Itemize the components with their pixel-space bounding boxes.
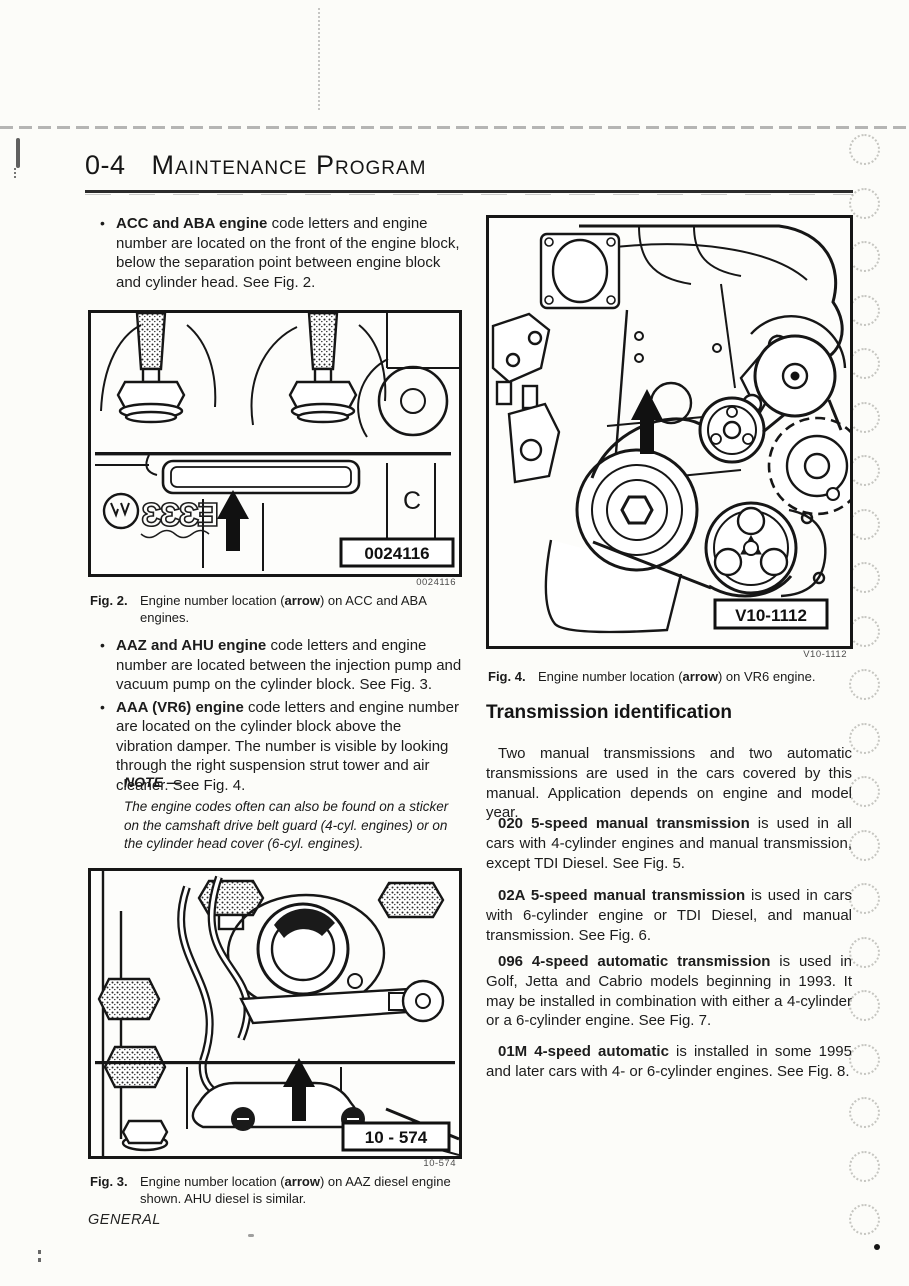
binder-hole [849,562,880,593]
engine-id-bullets-top: ACC and ABA engine code letters and engi… [100,214,462,295]
note-block: NOTE — The engine codes often can also b… [124,774,454,854]
figure-3-caption: Fig. 3. Engine number location (arrow) o… [90,1174,451,1207]
block-head-separation-line [95,452,451,456]
upper-pulley [750,315,847,418]
throttle-flange [539,232,621,310]
scan-artifact-vertical-line [318,8,320,110]
svg-text:V10-1112: V10-1112 [735,606,807,625]
binder-hole [849,1204,880,1235]
figure-3-illustration: 10 - 574 [88,868,462,1159]
photo-code-fig4: V10-1112 [803,649,847,660]
figure-2-illustration: ƐƐƐƎ C 0024116 [88,310,462,577]
paragraph-020-transmission: 020 5-speed manual transmission is used … [486,815,852,872]
figure-2-caption: Fig. 2. Engine number location (arrow) o… [90,593,427,626]
photo-code-fig2: 0024116 [416,577,456,588]
caption-label: Fig. 3. [90,1174,128,1189]
binder-hole [849,829,880,861]
binder-hole [849,134,880,165]
figure-4-illustration: V10-1112 [486,215,867,649]
svg-text:10 - 574: 10 - 574 [365,1128,428,1147]
bullet-aaz-ahu: AAZ and AHU engine code letters and engi… [100,636,462,695]
up-arrow-icon [217,490,249,551]
binder-hole [849,1150,880,1182]
binder-hole [849,294,880,326]
photo-id-plate: V10-1112 [713,598,829,630]
header-rule [85,190,853,195]
paragraph-02a-transmission: 02A 5-speed manual transmission is used … [486,887,852,944]
svg-text:0024116: 0024116 [364,544,429,563]
vr6-engine-drawing: V10-1112 [491,224,867,634]
scan-artifact-bottom-right-dot [874,1244,880,1250]
engine-block-acc-aba-drawing: ƐƐƐƎ C 0024116 [95,311,459,571]
cast-engine-marks: ƐƐƐƎ [141,496,217,533]
paragraph-096-transmission: 096 4-speed automatic transmission is us… [486,953,852,1030]
binder-hole [849,1097,880,1128]
section-footer: GENERAL [88,1212,161,1228]
bolt-bottom-left [121,1119,169,1152]
binder-hole [849,883,880,914]
binder-hole [849,669,880,700]
binder-hole [849,455,880,486]
engine-number-boss [191,1081,365,1131]
bullet-lead: ACC and ABA engine [116,215,268,232]
binder-hole [849,936,880,968]
figure-4-caption: Fig. 4. Engine number location (arrow) o… [488,669,816,684]
cast-letter-c: C [403,487,421,515]
alternator [767,416,867,516]
transmission-identification-heading: Transmission identification [486,702,732,723]
binder-hole [849,722,880,754]
caption-label: Fig. 4. [488,669,526,684]
ac-compressor-body [780,508,827,598]
page-header: 0-4 Maintenance Program [85,150,427,181]
transmission-intro-paragraph: Two manual transmissions and two automat… [486,745,852,822]
diesel-engine-aaz-drawing: 10 - 574 [95,871,460,1156]
binder-hole [849,241,880,272]
photo-id-plate: 0024116 [339,537,455,568]
engine-id-bullets-bottom: AAZ and AHU engine code letters and engi… [100,636,462,798]
binder-hole [849,401,880,433]
block-casting-line [95,1061,455,1065]
page-title: Maintenance Program [151,150,427,180]
paragraph-01m-transmission: 01M 4-speed automatic is installed in so… [486,1043,852,1080]
binder-hole [849,508,880,540]
bullet-aaa-vr6: AAA (VR6) engine code letters and engine… [100,698,462,796]
up-arrow-icon [631,389,663,454]
scan-artifact-bottom-left-mark [38,1250,44,1262]
vw-logo-icon [102,492,140,530]
scan-artifact-left-edge-mark [14,138,20,178]
ac-pulley [704,501,798,595]
up-arrow-icon [283,1058,315,1121]
exhaust-flange [491,312,561,484]
note-body: The engine codes often can also be found… [124,799,449,852]
bullet-acc-aba: ACC and ABA engine code letters and engi… [100,214,462,292]
binder-hole [849,187,880,219]
crank-pulley [575,448,699,572]
photo-id-plate: 10 - 574 [341,1121,451,1152]
binder-hole [849,348,880,379]
binder-hole [849,1043,880,1075]
binder-hole [849,990,880,1021]
binder-hole [849,615,880,647]
water-pump-pulley [698,396,766,464]
binder-hole [849,776,880,807]
bullet-rest: code letters and engine number are locat… [116,215,460,291]
note-label: NOTE — [124,774,181,790]
photo-code-fig3: 10-574 [423,1158,456,1169]
scan-artifact-bottom-dash [248,1234,254,1237]
engine-number-pad [161,459,361,495]
caption-label: Fig. 2. [90,593,128,608]
scan-artifact-wavy-line [0,126,909,129]
oil-pan [544,539,683,634]
page-number: 0-4 [85,150,126,180]
